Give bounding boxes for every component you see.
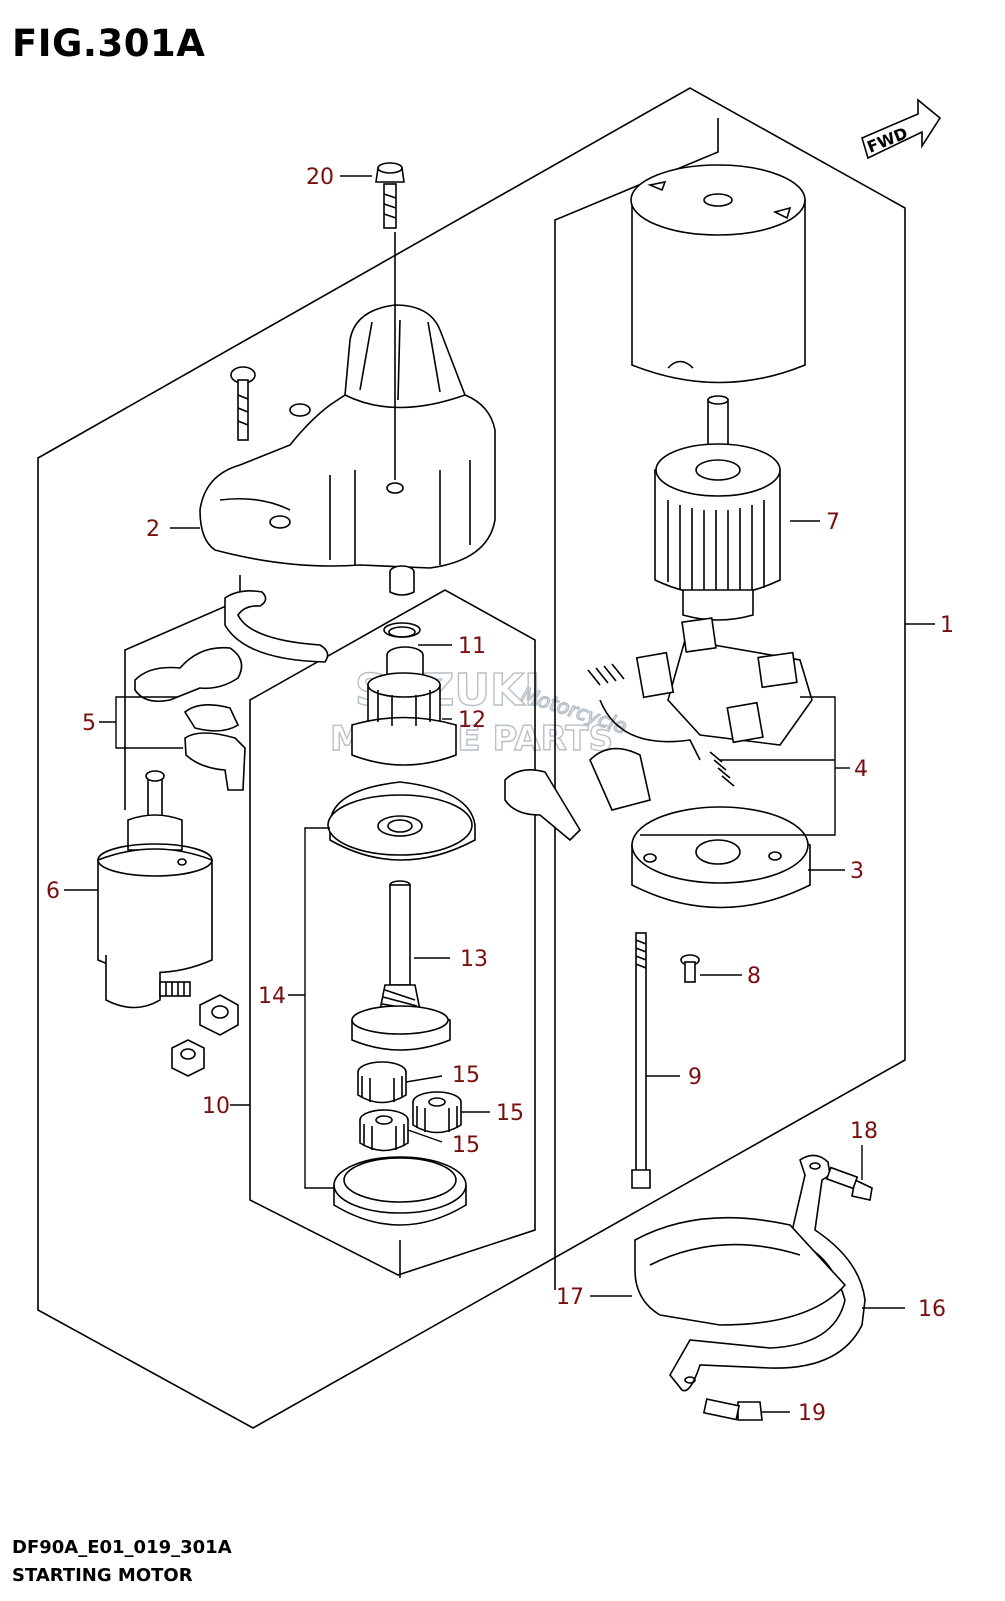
- callout-15c: 15: [452, 1133, 480, 1158]
- housing-bushing: [389, 565, 415, 596]
- part-17-band: [634, 1216, 847, 1326]
- assembly-frame: [37, 87, 906, 1429]
- callout-2: 2: [146, 517, 160, 542]
- part-15-gear-a: [357, 1061, 407, 1104]
- callout-4: 4: [854, 757, 868, 782]
- solenoid-nut-1: [199, 994, 239, 1036]
- callout-18: 18: [850, 1119, 878, 1144]
- part-15-gear-c: [359, 1109, 409, 1152]
- leader-lines: [64, 175, 935, 1413]
- part-11-ring: [383, 622, 421, 638]
- part-5-lever: [134, 590, 329, 791]
- part-1-yoke: [630, 164, 806, 384]
- part-20-bolt: [375, 162, 405, 229]
- housing-screw: [230, 366, 256, 441]
- part-4-brush-holder: [587, 617, 813, 787]
- part-16-bracket: [669, 1154, 866, 1392]
- callout-14: 14: [258, 984, 286, 1009]
- callout-20: 20: [306, 165, 334, 190]
- callout-8: 8: [747, 964, 761, 989]
- callout-19: 19: [798, 1401, 826, 1426]
- callout-3: 3: [850, 859, 864, 884]
- callout-15a: 15: [452, 1063, 480, 1088]
- part-13-shaft: [351, 880, 451, 1051]
- motor-group-frame: [554, 118, 719, 1290]
- callout-7: 7: [826, 510, 840, 535]
- figure-title: FIG.301A: [12, 22, 206, 65]
- figure-subtitle: STARTING MOTOR: [12, 1565, 193, 1586]
- callout-12: 12: [458, 708, 486, 733]
- part-8-screw: [680, 954, 700, 983]
- callout-labels: 20 2 1 5 6 7 4 3 8 9 10 11 12 13 14 15 1…: [46, 165, 954, 1426]
- part-9-through-bolt: [631, 932, 651, 1189]
- part-6-solenoid: [97, 770, 213, 1009]
- solenoid-group-frame: [124, 575, 241, 810]
- part-18-bolt: [825, 1166, 873, 1201]
- solenoid-nut-2: [171, 1039, 205, 1077]
- callout-13: 13: [460, 947, 488, 972]
- part-12-pinion: [351, 646, 457, 766]
- callout-1: 1: [940, 613, 954, 638]
- callout-10: 10: [202, 1094, 230, 1119]
- part-14-housing: [327, 781, 476, 861]
- callout-17: 17: [556, 1285, 584, 1310]
- part-19-bolt: [702, 1398, 763, 1421]
- callout-16: 16: [918, 1297, 946, 1322]
- brush-terminal: [504, 699, 701, 842]
- callout-11: 11: [458, 634, 486, 659]
- fwd-arrow-icon: FWD: [861, 98, 942, 160]
- internal-gear-ring: [333, 1156, 467, 1226]
- callout-5: 5: [82, 711, 96, 736]
- callout-15b: 15: [496, 1101, 524, 1126]
- part-2-housing: [199, 304, 496, 569]
- figure-code: DF90A_E01_019_301A: [12, 1537, 232, 1558]
- callout-9: 9: [688, 1065, 702, 1090]
- callout-6: 6: [46, 879, 60, 904]
- drive-group-frame: [249, 589, 536, 1276]
- part-7-armature: [654, 395, 781, 621]
- part-3-end-cover: [631, 806, 811, 909]
- part-15-gear-b: [412, 1091, 462, 1134]
